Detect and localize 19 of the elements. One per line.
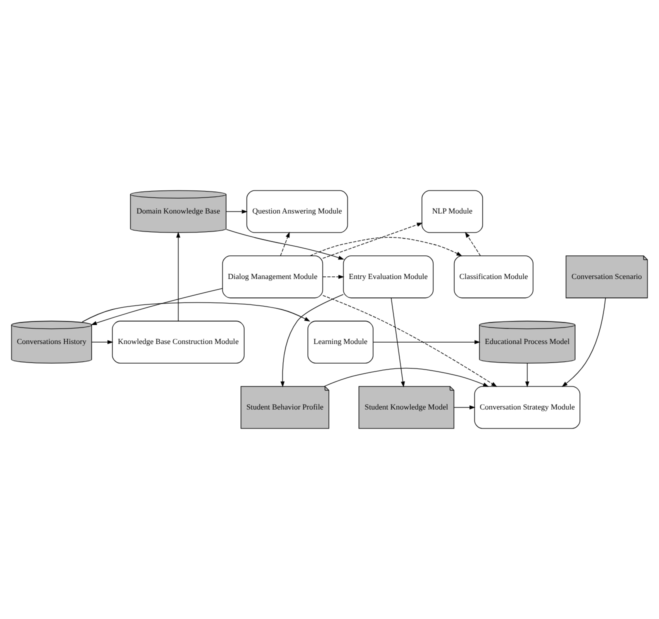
arrow	[91, 340, 114, 344]
arrow	[525, 362, 530, 388]
arrow	[82, 302, 310, 322]
arrow	[310, 237, 462, 256]
arrow	[322, 274, 344, 279]
arrow	[324, 368, 489, 387]
arrow	[176, 232, 180, 322]
arrow	[464, 232, 481, 256]
arrow	[90, 288, 223, 325]
arrow	[280, 294, 344, 388]
arrow	[372, 340, 480, 344]
arrow	[226, 210, 248, 214]
arrow	[226, 229, 344, 260]
arrow	[322, 295, 498, 387]
arrow	[562, 298, 606, 387]
arrow	[390, 298, 405, 388]
arrow	[454, 405, 476, 410]
arrow	[322, 222, 423, 259]
arrow	[280, 232, 290, 256]
